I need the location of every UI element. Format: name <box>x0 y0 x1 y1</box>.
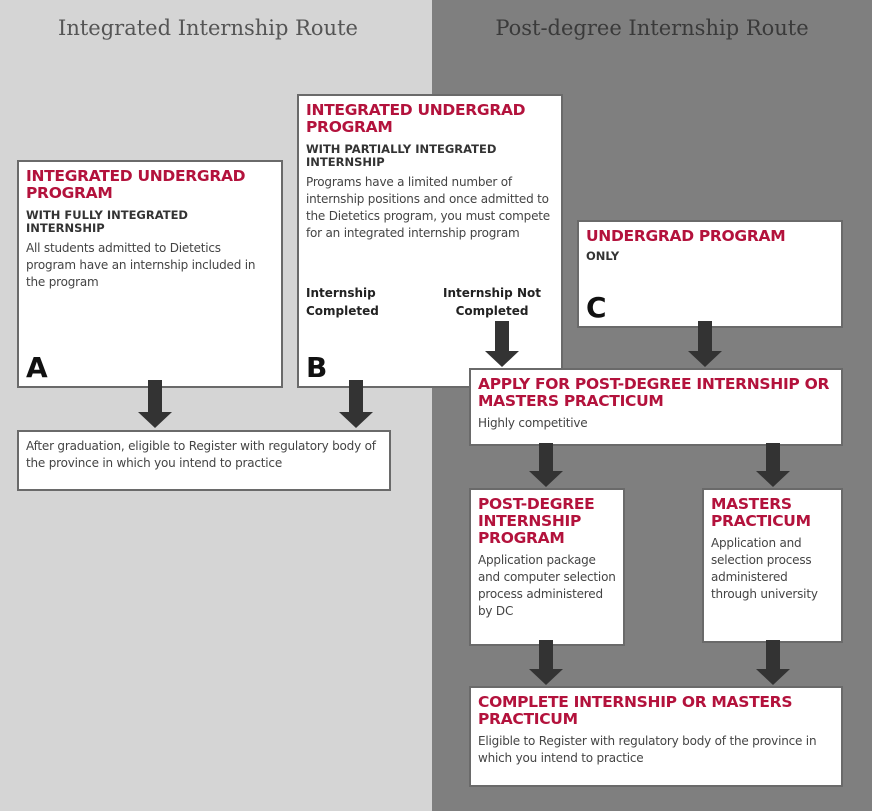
box-b-letter: B <box>306 351 328 384</box>
arrow-head <box>756 471 790 487</box>
box-a-text: All students admitted to Dietetics progr… <box>26 241 256 289</box>
arrow-shaft <box>495 321 509 353</box>
arrow-head <box>339 412 373 428</box>
box-a: INTEGRATED UNDERGRAD PROGRAM WITH FULLY … <box>17 160 283 388</box>
arrow-head <box>485 351 519 367</box>
apply-box: APPLY FOR POST-DEGREE INTERNSHIP OR MAST… <box>469 368 843 446</box>
arrow-shaft <box>766 640 780 671</box>
box-b-title: INTEGRATED UNDERGRAD PROGRAM <box>306 101 526 136</box>
post-degree-text: Application package and computer selecti… <box>478 553 616 618</box>
internship-completed-label: Internship Completed <box>306 286 379 318</box>
complete-title: COMPLETE INTERNSHIP OR MASTERS PRACTICUM <box>478 693 793 728</box>
arrow-head <box>529 669 563 685</box>
masters-title: MASTERS PRACTICUM <box>711 495 811 530</box>
apply-text: Highly competitive <box>478 416 588 430</box>
complete-box: COMPLETE INTERNSHIP OR MASTERS PRACTICUM… <box>469 686 843 787</box>
box-b: INTEGRATED UNDERGRAD PROGRAM WITH PARTIA… <box>297 94 563 388</box>
arrow-down-icon <box>485 321 519 367</box>
box-c: UNDERGRAD PROGRAM ONLY C <box>577 220 843 328</box>
box-b-subtitle: WITH PARTIALLY INTEGRATED INTERNSHIP <box>306 142 497 169</box>
integrated-route-title: Integrated Internship Route <box>58 16 358 40</box>
masters-text: Application and selection process admini… <box>711 536 818 601</box>
arrow-shaft <box>539 640 553 671</box>
box-c-subtitle: ONLY <box>586 249 620 263</box>
box-a-title: INTEGRATED UNDERGRAD PROGRAM <box>26 167 246 202</box>
arrow-head <box>138 412 172 428</box>
apply-title: APPLY FOR POST-DEGREE INTERNSHIP OR MAST… <box>478 375 830 410</box>
arrow-down-icon <box>756 443 790 487</box>
box-a-subtitle: WITH FULLY INTEGRATED INTERNSHIP <box>26 208 188 235</box>
arrow-down-icon <box>138 380 172 428</box>
arrow-shaft <box>698 321 712 353</box>
register-text: After graduation, eligible to Register w… <box>26 439 376 470</box>
arrow-down-icon <box>529 640 563 685</box>
post-degree-title: POST-DEGREE INTERNSHIP PROGRAM <box>478 495 595 547</box>
arrow-head <box>688 351 722 367</box>
internship-not-completed-label: Internship Not Completed <box>443 286 541 318</box>
post-degree-route-title: Post-degree Internship Route <box>495 16 809 40</box>
masters-box: MASTERS PRACTICUM Application and select… <box>702 488 843 643</box>
box-a-letter: A <box>26 351 48 384</box>
arrow-down-icon <box>756 640 790 685</box>
arrow-shaft <box>766 443 780 473</box>
arrow-head <box>756 669 790 685</box>
arrow-down-icon <box>339 380 373 428</box>
box-c-title: UNDERGRAD PROGRAM <box>586 227 786 245</box>
arrow-shaft <box>349 380 363 414</box>
arrow-down-icon <box>688 321 722 367</box>
arrow-shaft <box>539 443 553 473</box>
register-box: After graduation, eligible to Register w… <box>17 430 391 491</box>
arrow-shaft <box>148 380 162 414</box>
complete-text: Eligible to Register with regulatory bod… <box>478 734 817 765</box>
box-c-letter: C <box>586 291 607 324</box>
arrow-down-icon <box>529 443 563 487</box>
post-degree-box: POST-DEGREE INTERNSHIP PROGRAM Applicati… <box>469 488 625 646</box>
box-b-text: Programs have a limited number of intern… <box>306 175 550 240</box>
arrow-head <box>529 471 563 487</box>
